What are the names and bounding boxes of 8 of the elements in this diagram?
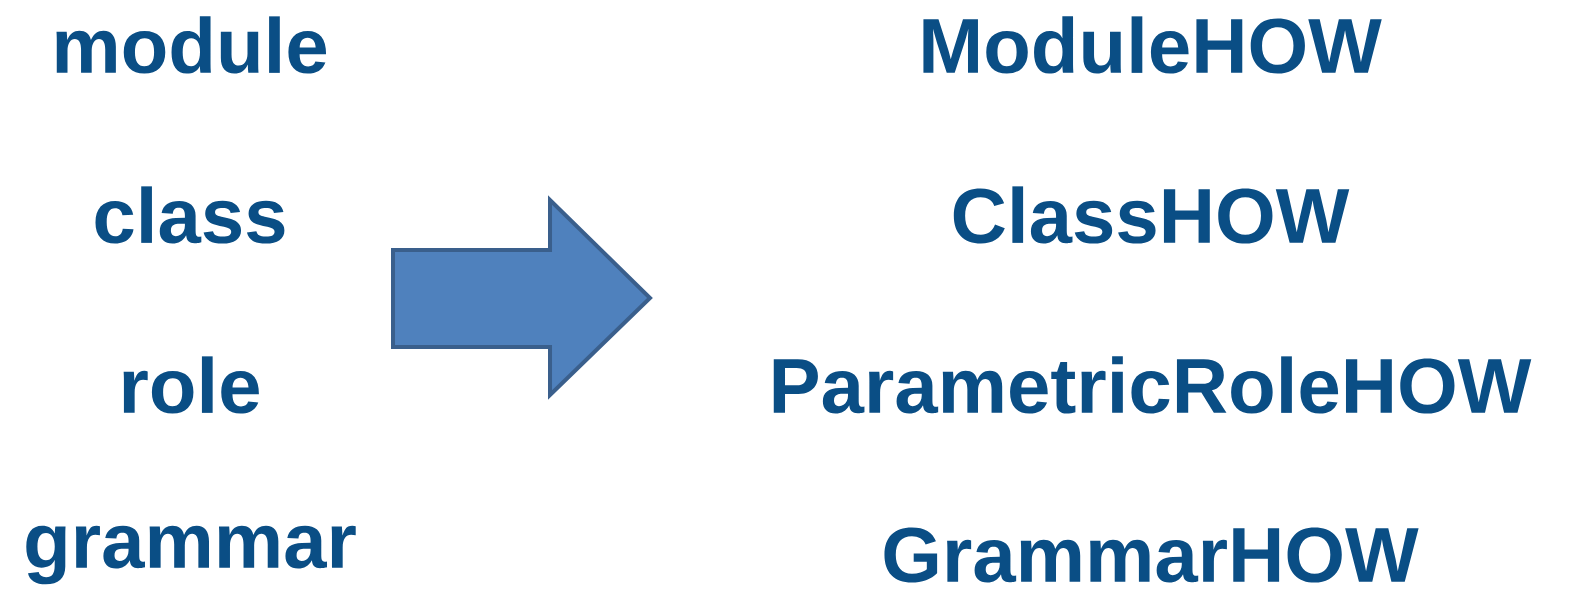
term-label: ParametricRoleHOW bbox=[773, 356, 1532, 414]
term-label: role bbox=[123, 356, 259, 414]
term-label: class bbox=[95, 186, 285, 244]
term-label: GrammarHOW bbox=[884, 527, 1419, 583]
term-label: module bbox=[56, 16, 327, 74]
term-label: ClassHOW bbox=[953, 186, 1350, 244]
term-label: grammar bbox=[26, 525, 356, 585]
term-label: ModuleHOW bbox=[923, 16, 1382, 74]
